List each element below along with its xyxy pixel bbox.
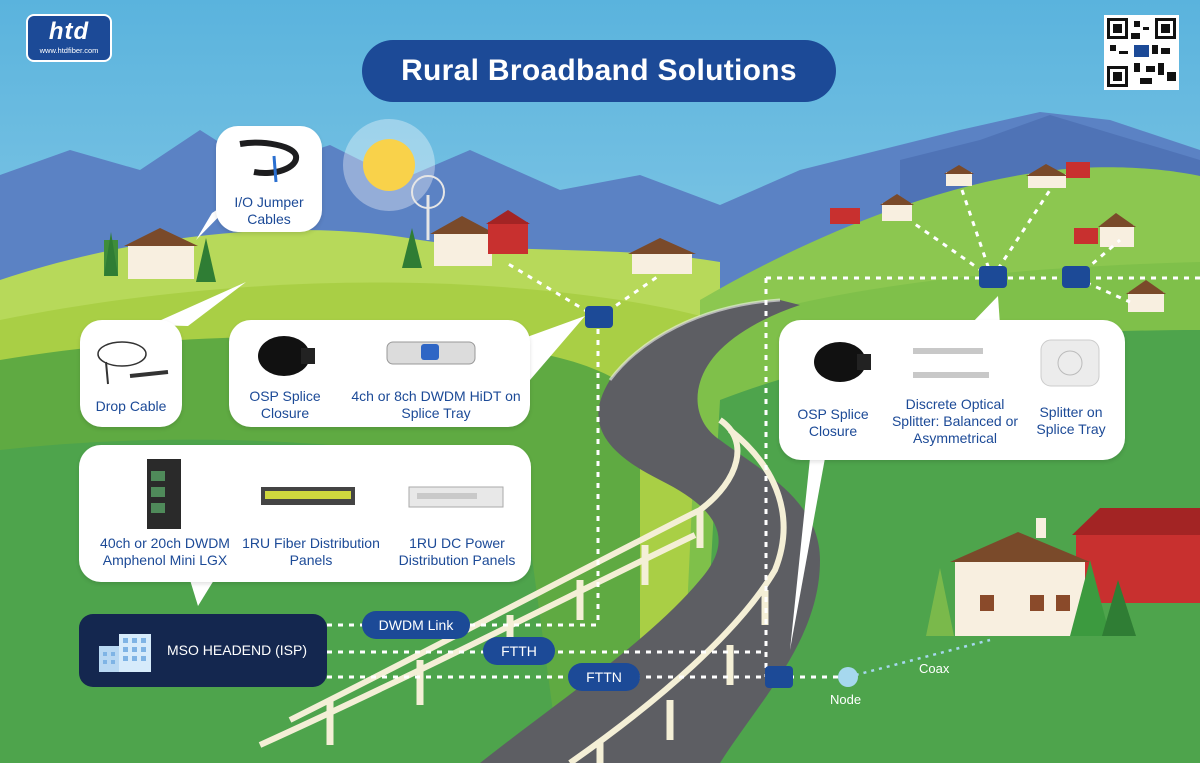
osp-splice-closure-icon [258,336,315,376]
osp-splice-closure-label: OSP Splice Closure [249,388,321,421]
dc-power-panel-icon [408,486,504,508]
dc-power-panel-label: 1RU DC Power Distribution Panels [398,535,516,568]
splitter-tray-label: Splitter on Splice Tray [1036,404,1106,437]
drop-cable-label: Drop Cable [95,398,167,414]
drop-cable-callout: Drop Cable [80,320,182,427]
qr-code [1104,15,1179,90]
osp-splice-closure-right-label: OSP Splice Closure [797,406,869,439]
right-splitter-callout: OSP Splice Closure Discrete Optical Spli… [779,320,1125,460]
headend-equipment-callout: 40ch or 20ch DWDM Amphenol Mini LGX 1RU … [79,445,531,582]
fiber-panel-label: 1RU Fiber Distribution Panels [242,535,380,568]
mini-lgx-icon [147,459,181,529]
page-title: Rural Broadband Solutions [362,40,836,102]
ftth-pill: FTTH [483,637,555,665]
node-label: Node [830,692,862,707]
optical-splitter-label: Discrete Optical Splitter: Balanced or A… [891,396,1019,446]
building-icon [99,634,151,672]
mso-headend-box: MSO HEADEND (ISP) [79,614,327,687]
osp-splice-closure-right-icon [814,342,871,382]
left-splice-callout: OSP Splice Closure 4ch or 8ch DWDM HiDT … [229,320,530,427]
coax-label: Coax [919,661,950,676]
dwdm-splice-tray-label: 4ch or 8ch DWDM HiDT on Splice Tray [351,388,521,421]
fiber-panel-icon [261,487,355,505]
jumper-cable-icon [239,139,299,183]
splice-tray-icon [386,341,476,365]
splitter-tray-icon [1040,339,1100,387]
fttn-pill: FTTN [568,663,640,691]
jumper-cables-label: I/O Jumper Cables [234,194,304,227]
logo-brand-text: htd [48,18,90,45]
mso-headend-label: MSO HEADEND (ISP) [167,642,308,658]
drop-cable-icon [97,341,169,385]
jumper-cables-callout: I/O Jumper Cables [216,126,322,232]
optical-splitter-icon [913,348,989,378]
logo-url-text: www.htdfiber.com [39,46,99,55]
dwdm-link-pill: DWDM Link [362,611,470,639]
htd-logo: htd www.htdfiber.com [26,14,112,62]
mini-lgx-label: 40ch or 20ch DWDM Amphenol Mini LGX [100,535,230,568]
